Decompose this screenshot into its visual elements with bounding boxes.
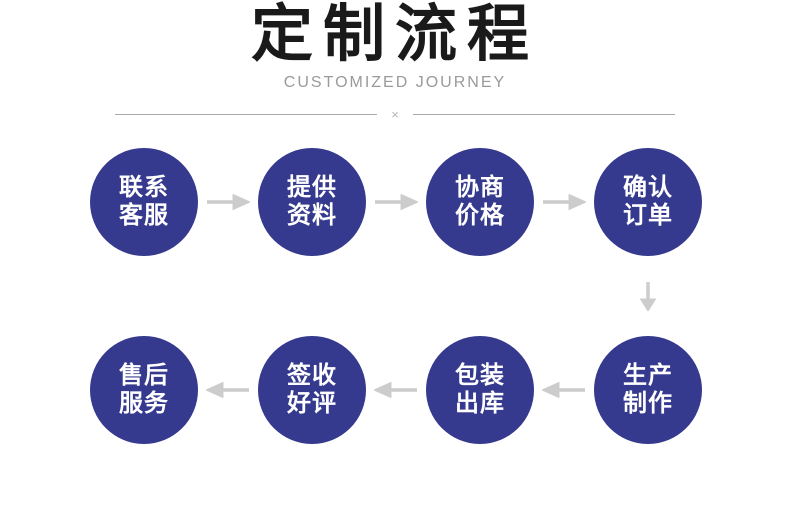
arrow-right-icon bbox=[375, 194, 418, 210]
divider-line-left bbox=[115, 113, 378, 115]
step-label-line: 确认 bbox=[623, 174, 673, 201]
step-negotiate-price: 协商 价格 bbox=[426, 148, 534, 256]
step-label-line: 协商 bbox=[455, 174, 505, 201]
step-label-line: 签收 bbox=[287, 362, 337, 389]
page-title: 定制流程 bbox=[250, 0, 539, 69]
step-label-line: 订单 bbox=[623, 202, 673, 229]
arrow-left-icon bbox=[206, 382, 249, 398]
step-label-line: 售后 bbox=[119, 362, 169, 389]
arrow-right-icon bbox=[207, 194, 250, 210]
step-label-line: 好评 bbox=[287, 390, 337, 417]
step-label-line: 出库 bbox=[455, 390, 505, 417]
arrow-left-icon bbox=[374, 382, 417, 398]
step-label-line: 生产 bbox=[623, 362, 673, 389]
step-label-line: 资料 bbox=[287, 202, 337, 229]
step-label-line: 制作 bbox=[623, 390, 673, 417]
arrow-down-icon bbox=[640, 282, 656, 311]
divider: × bbox=[115, 106, 675, 122]
step-after-sales-service: 售后 服务 bbox=[90, 336, 198, 444]
step-pack-and-ship: 包装 出库 bbox=[426, 336, 534, 444]
step-production: 生产 制作 bbox=[594, 336, 702, 444]
page-subtitle: CUSTOMIZED JOURNEY bbox=[283, 74, 507, 91]
step-confirm-order: 确认 订单 bbox=[594, 148, 702, 256]
step-label-line: 服务 bbox=[119, 390, 169, 417]
arrow-left-icon bbox=[542, 382, 585, 398]
step-provide-materials: 提供 资料 bbox=[258, 148, 366, 256]
step-label-line: 价格 bbox=[455, 202, 505, 229]
step-label-line: 联系 bbox=[119, 174, 169, 201]
arrow-right-icon bbox=[543, 194, 586, 210]
divider-x-icon: × bbox=[391, 106, 399, 122]
divider-line-right bbox=[412, 113, 675, 115]
step-label-line: 包装 bbox=[455, 362, 505, 389]
step-label-line: 客服 bbox=[119, 202, 169, 229]
step-sign-and-review: 签收 好评 bbox=[258, 336, 366, 444]
step-label-line: 提供 bbox=[287, 174, 337, 201]
step-contact-service: 联系 客服 bbox=[90, 148, 198, 256]
